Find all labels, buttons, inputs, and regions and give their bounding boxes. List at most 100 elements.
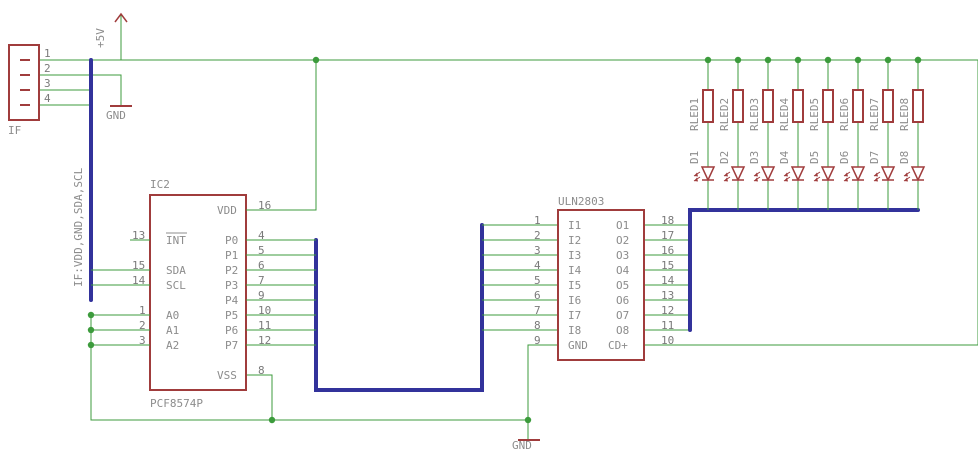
d3-label: D3 bbox=[748, 151, 761, 164]
uln-pin-i4-name: I4 bbox=[568, 264, 582, 277]
uln-gnd-wire bbox=[527, 344, 558, 440]
vdd-rail-junction bbox=[312, 56, 320, 64]
d6-led-triangle bbox=[850, 166, 866, 182]
connector-name: IF bbox=[8, 124, 21, 137]
connector-body bbox=[8, 44, 40, 121]
rled6-label: RLED6 bbox=[838, 98, 851, 131]
d6-led-arrowhead-b bbox=[844, 177, 848, 182]
gnd-label-left: GND bbox=[106, 109, 126, 122]
uln-pin-i8-name: I8 bbox=[568, 324, 581, 337]
d1-led-arrowhead-a bbox=[694, 172, 698, 177]
d5-label: D5 bbox=[808, 151, 821, 164]
rled5-body bbox=[822, 89, 834, 123]
d4-led-triangle bbox=[790, 166, 806, 182]
ic2-pin-p0-name: P0 bbox=[225, 234, 238, 247]
d8-led-arrowhead-b bbox=[904, 177, 908, 182]
d3-led-arrowhead-a bbox=[754, 172, 758, 177]
rled7-label: RLED7 bbox=[868, 98, 881, 131]
ic2-pin-p5-name: P5 bbox=[225, 309, 238, 322]
uln-name: ULN2803 bbox=[558, 195, 604, 208]
uln-pin-14-num: 14 bbox=[661, 274, 675, 287]
d5-led-triangle bbox=[820, 166, 836, 182]
d6-led-arrowhead-a bbox=[844, 172, 848, 177]
ic2-pin-p4-name: P4 bbox=[225, 294, 239, 307]
uln-pin-cd-name: CD+ bbox=[608, 339, 628, 352]
rled2-label: RLED2 bbox=[718, 98, 731, 131]
ic2-pin-6-num: 6 bbox=[258, 259, 265, 272]
d6-label: D6 bbox=[838, 151, 851, 164]
uln-pin-i6-name: I6 bbox=[568, 294, 581, 307]
uln-pin-13-num: 13 bbox=[661, 289, 674, 302]
ic2-name: IC2 bbox=[150, 178, 170, 191]
ic2-body bbox=[149, 194, 247, 391]
rled6-body bbox=[852, 89, 864, 123]
uln-pin-gnd-name: GND bbox=[568, 339, 588, 352]
rled7-body bbox=[882, 89, 894, 123]
rled8-body bbox=[912, 89, 924, 123]
connector-pin-4: 4 bbox=[44, 92, 51, 105]
rled2-body bbox=[732, 89, 744, 123]
ic2-pin-vss-name: VSS bbox=[217, 369, 237, 382]
uln-pin-17-num: 17 bbox=[661, 229, 674, 242]
uln-pin-o7-name: O7 bbox=[616, 309, 629, 322]
ic2-pin-int-name: INT bbox=[166, 234, 186, 247]
parts-layer bbox=[8, 12, 926, 441]
ic2-value: PCF8574P bbox=[150, 397, 203, 410]
uln-pin-7-num: 7 bbox=[534, 304, 541, 317]
ic2-pin-16-num: 16 bbox=[258, 199, 271, 212]
rled4-label: RLED4 bbox=[778, 98, 791, 131]
ic2-pin-11-num: 11 bbox=[258, 319, 271, 332]
uln-pin-6-num: 6 bbox=[534, 289, 541, 302]
data-bus bbox=[314, 223, 484, 392]
d2-led-arrowhead-b bbox=[724, 177, 728, 182]
uln-pin-8-num: 8 bbox=[534, 319, 541, 332]
uln-pin-i5-name: I5 bbox=[568, 279, 581, 292]
bus-label: IF:VDD,GND,SDA,SCL bbox=[72, 167, 85, 287]
uln-pin-o2-name: O2 bbox=[616, 234, 629, 247]
d2-led-triangle bbox=[730, 166, 746, 182]
uln-pin-9-num: 9 bbox=[534, 334, 541, 347]
d2-label: D2 bbox=[718, 151, 731, 164]
uln-pin-o5-name: O5 bbox=[616, 279, 629, 292]
d1-led-triangle bbox=[700, 166, 716, 182]
rled8-label: RLED8 bbox=[898, 98, 911, 131]
vcc-arrow-symbol bbox=[114, 12, 128, 23]
connector-pin2-gnd-wire bbox=[39, 74, 122, 105]
d3-led-arrowhead-b bbox=[754, 177, 758, 182]
uln-pin-11-num: 11 bbox=[661, 319, 674, 332]
output-bus bbox=[688, 208, 920, 332]
uln-pin-o6-name: O6 bbox=[616, 294, 629, 307]
uln-pin-12-num: 12 bbox=[661, 304, 674, 317]
ic2-pin-p2-name: P2 bbox=[225, 264, 238, 277]
ic2-pin-p6-name: P6 bbox=[225, 324, 238, 337]
vcc-label: +5V bbox=[94, 28, 107, 48]
connector-pin-2: 2 bbox=[44, 62, 51, 75]
ic2-pin-sda-name: SDA bbox=[166, 264, 186, 277]
uln-pin-i1-name: I1 bbox=[568, 219, 581, 232]
wires-layer bbox=[39, 15, 978, 440]
d1-led-arrowhead-b bbox=[694, 177, 698, 182]
connector-pin-3: 3 bbox=[44, 77, 51, 90]
d8-label: D8 bbox=[898, 151, 911, 164]
rail-end-junction bbox=[914, 56, 922, 64]
d7-led-arrowhead-b bbox=[874, 177, 878, 182]
ic2-pin-7-num: 7 bbox=[258, 274, 265, 287]
d8-led-arrowhead-a bbox=[904, 172, 908, 177]
uln-body bbox=[557, 209, 645, 361]
rled3-label: RLED3 bbox=[748, 98, 761, 131]
ic2-pin-a0-name: A0 bbox=[166, 309, 179, 322]
rled1-body bbox=[702, 89, 714, 123]
connector-pin-1: 1 bbox=[44, 47, 51, 60]
uln-cd-wire bbox=[644, 60, 978, 346]
uln-pin-16-num: 16 bbox=[661, 244, 674, 257]
ic2-pin-scl-name: SCL bbox=[166, 279, 186, 292]
ic2-pin-a2-name: A2 bbox=[166, 339, 179, 352]
ic2-pin-8-num: 8 bbox=[258, 364, 265, 377]
uln-pin-10-num: 10 bbox=[661, 334, 674, 347]
rled4-body bbox=[792, 89, 804, 123]
ic2-pin-p1-name: P1 bbox=[225, 249, 238, 262]
ic2-vdd-wire bbox=[246, 60, 317, 211]
uln-pin-1-num: 1 bbox=[534, 214, 541, 227]
rled1-label: RLED1 bbox=[688, 98, 701, 131]
